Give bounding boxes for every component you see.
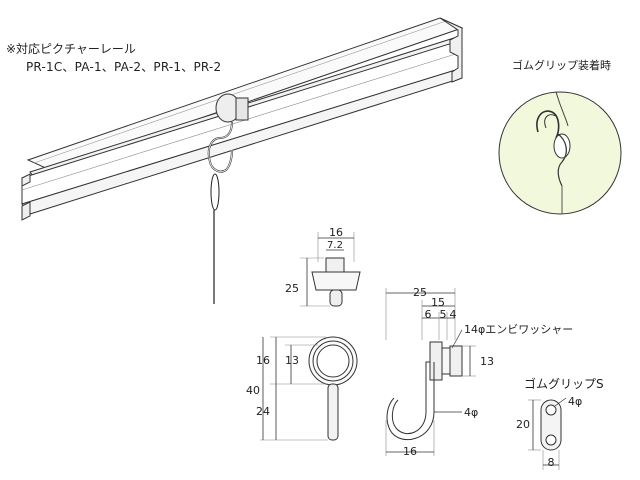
dim-depth-4: 4 — [450, 308, 457, 321]
dim-depth-total: 25 — [413, 286, 427, 299]
hook-on-rail — [207, 93, 249, 304]
side-view-ring — [260, 336, 358, 441]
side-view-top — [300, 232, 361, 307]
dim-depth-15: 15 — [431, 296, 445, 309]
dim-grip-height: 20 — [516, 418, 530, 431]
dim-grip-hole: 4φ — [568, 395, 582, 408]
dim-hook-width: 16 — [403, 445, 417, 458]
dim-width-neck: 7.2 — [327, 240, 343, 251]
compatible-rails-models: PR-1C、PA-1、PA-2、PR-1、PR-2 — [26, 60, 222, 74]
rubber-grip — [528, 397, 567, 470]
front-view-hook — [385, 288, 476, 456]
dim-ring-upper: 16 — [256, 354, 270, 367]
dim-height-head: 25 — [285, 282, 299, 295]
dim-depth-5: 5 — [440, 308, 447, 321]
dim-lower-height: 24 — [256, 405, 270, 418]
detail-circle — [498, 91, 622, 215]
dim-grip-width: 8 — [548, 456, 555, 469]
dim-washer-height: 13 — [480, 355, 494, 368]
dim-hook-wire: 4φ — [464, 406, 478, 419]
washer-label: 14φエンビワッシャー — [464, 323, 573, 336]
compatible-rails-heading: ※対応ピクチャーレール — [6, 42, 136, 56]
dim-width-top: 16 — [329, 226, 343, 239]
dim-depth-6: 6 — [425, 308, 432, 321]
detail-title: ゴムグリップ装着時 — [512, 59, 611, 72]
grip-title: ゴムグリップS — [524, 377, 604, 391]
dim-total-height: 40 — [246, 384, 260, 397]
dim-ring-upper-inner: 13 — [285, 354, 299, 367]
